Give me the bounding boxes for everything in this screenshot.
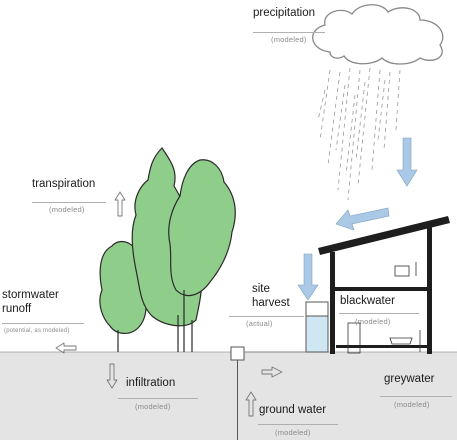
transpiration-arrow <box>114 191 126 217</box>
infiltration-arrow <box>106 363 118 389</box>
greywater-rule <box>380 396 452 397</box>
site-harvest-sub-label: (actual) <box>246 319 273 328</box>
cloud-icon <box>312 4 444 65</box>
groundwater-flow-arrow <box>261 366 283 378</box>
cistern-tank-top <box>305 301 329 317</box>
site-harvest-label-line1: site <box>252 283 270 295</box>
roof-arrow <box>335 207 390 231</box>
blackwater-rule <box>339 313 419 314</box>
infiltration-rule <box>118 398 198 399</box>
greywater-sub-label: (modeled) <box>394 400 430 409</box>
stormwater-label-line2: runoff <box>2 303 32 315</box>
transpiration-rule <box>32 202 106 203</box>
tree-trunks <box>117 290 193 352</box>
precipitation-rule <box>253 32 325 33</box>
infiltration-sub-label: (modeled) <box>135 402 171 411</box>
runoff-arrow <box>55 342 77 354</box>
stormwater-sub-label: (potential, as modeled) <box>4 328 70 334</box>
infiltration-label: infiltration <box>126 377 176 389</box>
site-harvest-rule <box>229 316 304 317</box>
stormwater-rule <box>2 323 84 324</box>
groundwater-sub-label: (modeled) <box>275 428 311 437</box>
groundwater-up-arrow <box>245 391 257 417</box>
rain-streaks <box>317 67 401 201</box>
tree-right <box>168 159 236 297</box>
water-arrows <box>297 137 418 301</box>
house-fixtures <box>347 262 421 354</box>
blackwater-label: blackwater <box>340 295 395 307</box>
blackwater-sub-label: (modeled) <box>355 317 391 326</box>
outline-arrows <box>55 191 283 417</box>
rain-down-arrow <box>396 137 418 187</box>
stormwater-label-line1: stormwater <box>2 289 59 301</box>
site-harvest-label-line2: harvest <box>252 297 290 309</box>
greywater-label: greywater <box>384 373 435 385</box>
precipitation-sub-label: (modeled) <box>271 35 307 44</box>
harvest-arrow <box>297 253 319 301</box>
transpiration-label: transpiration <box>32 178 96 190</box>
groundwater-label: ground water <box>259 404 327 416</box>
transpiration-sub-label: (modeled) <box>49 205 85 214</box>
well-box <box>230 346 245 361</box>
trees <box>99 147 236 334</box>
groundwater-rule <box>258 424 338 425</box>
house <box>318 216 450 354</box>
precipitation-label: precipitation <box>253 7 316 19</box>
